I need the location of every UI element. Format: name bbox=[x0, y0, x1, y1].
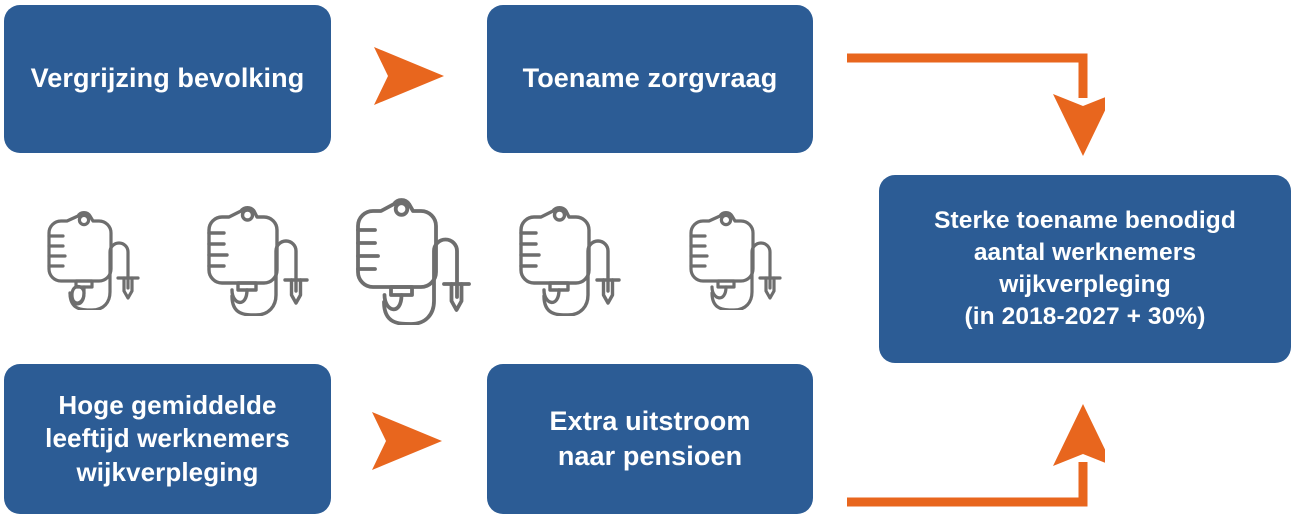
box-zorgvraag-label: Toename zorgvraag bbox=[522, 63, 778, 94]
elbow-arrow-down-icon bbox=[847, 53, 1105, 156]
elbow-arrow-up-icon bbox=[847, 404, 1105, 507]
box-hoge-gemiddelde-leeftijd[interactable]: Hoge gemiddelde leeftijd werknemers wijk… bbox=[4, 364, 331, 514]
box-leeftijd-label: Hoge gemiddelde leeftijd werknemers wijk… bbox=[45, 390, 290, 487]
iv-drip-bag-icon bbox=[519, 206, 621, 316]
chevron-right-arrow-icon bbox=[372, 412, 442, 470]
box-pensioen-label: Extra uitstroom naar pensioen bbox=[549, 406, 751, 471]
box-toename-label: Sterke toename benodigd aantal werknemer… bbox=[934, 207, 1236, 330]
box-vergrijzing-bevolking[interactable]: Vergrijzing bevolking bbox=[4, 5, 331, 153]
chevron-right-arrow-icon bbox=[374, 47, 444, 105]
iv-drip-bag-icon bbox=[689, 211, 782, 310]
box-extra-uitstroom-pensioen[interactable]: Extra uitstroom naar pensioen bbox=[487, 364, 813, 514]
iv-drip-bag-icon bbox=[356, 198, 471, 325]
iv-drip-bag-icon bbox=[47, 211, 140, 310]
box-toename-zorgvraag[interactable]: Toename zorgvraag bbox=[487, 5, 813, 153]
box-sterke-toename-werknemers[interactable]: Sterke toename benodigd aantal werknemer… bbox=[879, 175, 1291, 363]
box-vergrijzing-label: Vergrijzing bevolking bbox=[30, 63, 305, 94]
iv-drip-bag-icon bbox=[207, 206, 309, 316]
